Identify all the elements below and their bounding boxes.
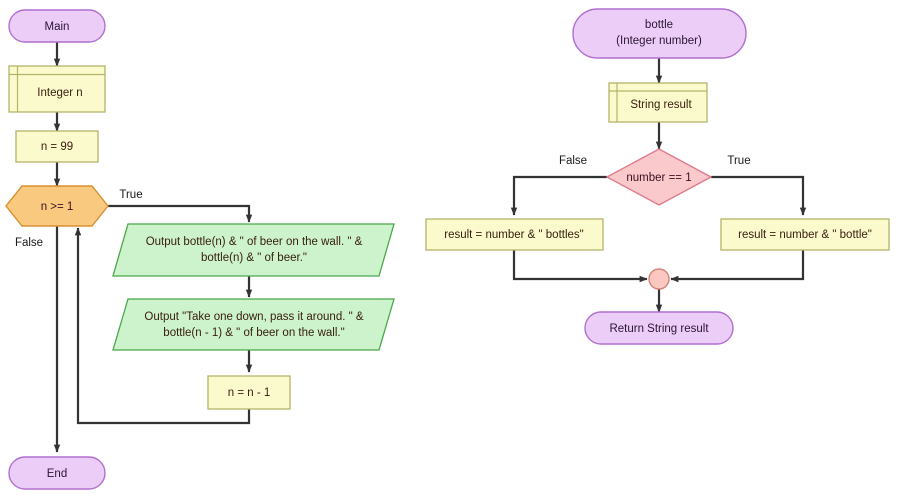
node-output-1[interactable]: Output bottle(n) & " of beer on the wall… (112, 223, 395, 277)
node-assign-singular[interactable]: result = number & " bottle" (720, 218, 890, 251)
process-shape (15, 130, 99, 163)
output-parallelogram-shape (112, 298, 395, 351)
merge-circle-shape (648, 268, 670, 290)
edge-label-loop-false: False (15, 237, 43, 249)
main-flow-connectors (53, 42, 253, 453)
node-decrement[interactable]: n = n - 1 (207, 375, 291, 410)
node-output-2[interactable]: Output "Take one down, pass it around. "… (112, 298, 395, 351)
process-shape (720, 218, 890, 251)
output-parallelogram-shape (112, 223, 395, 277)
node-assign-n[interactable]: n = 99 (15, 130, 99, 163)
terminator-shape (572, 8, 747, 59)
bottle-flow-connectors (510, 58, 807, 313)
node-merge-point[interactable] (648, 268, 670, 290)
node-main-start[interactable]: Main (8, 9, 106, 43)
terminator-shape (8, 9, 106, 43)
decision-diamond-shape (605, 148, 713, 206)
process-shape (207, 375, 291, 410)
loop-hexagon-shape (5, 185, 109, 227)
node-loop-test[interactable]: n >= 1 (5, 185, 109, 227)
node-declare-result[interactable]: String result (608, 82, 708, 123)
edge-label-test-true: True (727, 155, 750, 167)
connector-loop-back (74, 227, 251, 425)
terminator-shape (8, 456, 106, 490)
connector-loop-true (108, 204, 253, 223)
node-bottle-start[interactable]: bottle (Integer number) (572, 8, 747, 59)
connector-test-true (711, 175, 807, 216)
node-declare-n[interactable]: Integer n (8, 65, 106, 113)
declaration-shape (8, 65, 106, 113)
process-shape (425, 218, 604, 251)
connector-test-false (510, 175, 607, 216)
node-assign-plural[interactable]: result = number & " bottles" (425, 218, 604, 251)
edge-label-loop-true: True (119, 189, 142, 201)
edge-label-test-false: False (559, 155, 587, 167)
node-bottle-return[interactable]: Return String result (584, 311, 734, 345)
connector-singular-to-merge (670, 250, 805, 283)
declaration-shape (608, 82, 708, 123)
terminator-shape (584, 311, 734, 345)
node-main-end[interactable]: End (8, 456, 106, 490)
connector-plural-to-merge (512, 250, 648, 283)
node-bottle-test[interactable]: number == 1 (605, 148, 713, 206)
